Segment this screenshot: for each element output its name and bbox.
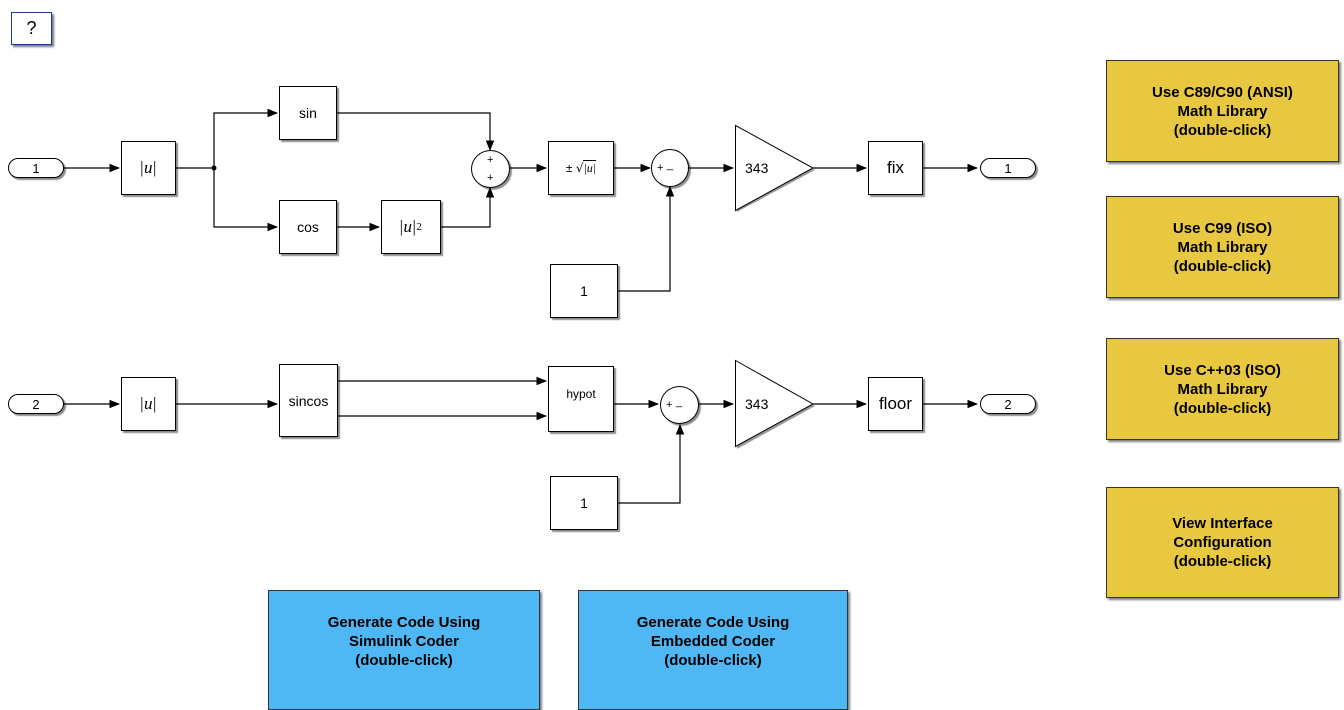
hypot-block[interactable]: hypot: [548, 366, 614, 432]
gain-value-2: 343: [745, 395, 769, 412]
line-sin-sum: [337, 112, 495, 152]
generate-simulink-coder-button[interactable]: Generate Code Using Simulink Coder (doub…: [268, 590, 540, 710]
cos-block[interactable]: cos: [279, 200, 337, 254]
abs-block-1[interactable]: |u|: [121, 141, 176, 195]
constant-block-1[interactable]: 1: [550, 264, 618, 318]
signed-sqrt-block[interactable]: ± √|u|: [548, 141, 614, 195]
gain-block-1[interactable]: 343: [735, 124, 815, 212]
abs-block-2[interactable]: |u|: [121, 377, 176, 431]
use-cpp03-button[interactable]: Use C++03 (ISO) Math Library (double-cli…: [1106, 338, 1339, 440]
inport-2[interactable]: 2: [8, 394, 64, 414]
sum-block[interactable]: + +: [471, 150, 510, 188]
sin-block[interactable]: sin: [279, 86, 337, 140]
generate-embedded-coder-button[interactable]: Generate Code Using Embedded Coder (doub…: [578, 590, 848, 710]
line-const1-sub: [618, 185, 675, 292]
fix-block[interactable]: fix: [868, 141, 923, 195]
gain-block-2[interactable]: 343: [735, 359, 815, 449]
branch-point: [211, 165, 217, 171]
gain-triangle-2: [735, 359, 815, 449]
constant-block-2[interactable]: 1: [550, 476, 618, 530]
floor-block[interactable]: floor: [868, 377, 923, 431]
view-interface-configuration-button[interactable]: View Interface Configuration (double-cli…: [1106, 487, 1339, 598]
outport-2[interactable]: 2: [980, 394, 1036, 414]
subtract-block-1[interactable]: + _: [651, 149, 689, 187]
use-c99-button[interactable]: Use C99 (ISO) Math Library (double-click…: [1106, 196, 1339, 298]
subtract-block-2[interactable]: + _: [660, 386, 699, 424]
gain-value-1: 343: [745, 160, 769, 176]
line-branch-cos: [213, 168, 279, 232]
line-branch-sin: [213, 108, 279, 168]
abs-squared-block[interactable]: |u|2: [381, 200, 441, 254]
line-abssq-sum: [441, 186, 495, 228]
use-c89-c90-button[interactable]: Use C89/C90 (ANSI) Math Library (double-…: [1106, 60, 1339, 162]
inport-1[interactable]: 1: [8, 158, 64, 178]
line-const2-sub: [618, 423, 685, 504]
gain-triangle-1: [735, 124, 815, 212]
help-button[interactable]: ?: [11, 12, 52, 45]
sincos-block[interactable]: sincos: [279, 364, 338, 437]
outport-1[interactable]: 1: [980, 158, 1036, 178]
